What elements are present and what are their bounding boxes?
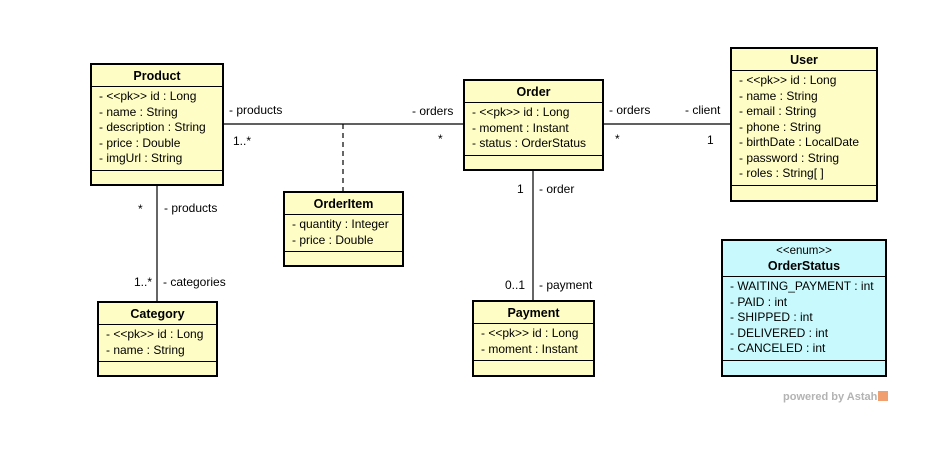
attribute: - status : OrderStatus <box>472 136 587 150</box>
multiplicity-label: * <box>138 202 143 216</box>
operations-compartment <box>474 361 593 370</box>
attribute: - <<pk>> id : Long <box>99 89 197 103</box>
watermark-text: powered by Astah <box>783 391 878 403</box>
role-label: - products <box>229 103 283 117</box>
attribute: - imgUrl : String <box>99 151 183 165</box>
attribute: - email : String <box>739 104 817 118</box>
attribute: - <<pk>> id : Long <box>481 326 579 340</box>
class-user[interactable]: User - <<pk>> id : Long - name : String … <box>730 47 878 202</box>
class-payment[interactable]: Payment - <<pk>> id : Long - moment : In… <box>472 300 595 377</box>
multiplicity-label: 1 <box>707 133 714 147</box>
operations-compartment <box>99 362 216 371</box>
attribute: - name : String <box>99 104 178 119</box>
attribute: - birthDate : LocalDate <box>739 135 860 149</box>
class-name: Order <box>516 85 551 99</box>
attribute: - name : String <box>739 88 818 103</box>
astah-logo-icon <box>878 391 889 401</box>
role-label: - categories <box>163 275 226 289</box>
role-label: - order <box>539 182 575 196</box>
multiplicity-label: * <box>615 132 620 146</box>
attribute: - description : String <box>99 120 206 134</box>
multiplicity-label: 1 <box>517 182 524 196</box>
attribute: - password : String <box>739 150 840 165</box>
enum-literal: - WAITING_PAYMENT : int <box>730 279 874 293</box>
stereotype-label: <<enum>> <box>776 245 832 257</box>
operations-compartment <box>285 252 402 261</box>
class-name: User <box>790 53 818 67</box>
class-name: Category <box>130 307 185 321</box>
role-label: - orders <box>412 104 454 118</box>
operations-compartment <box>732 186 876 195</box>
enum-orderstatus[interactable]: <<enum>> OrderStatus - WAITING_PAYMENT :… <box>721 239 887 377</box>
attribute: - roles : String[ ] <box>739 166 824 180</box>
role-label: - payment <box>539 278 593 292</box>
class-name: OrderStatus <box>767 259 841 273</box>
watermark: powered by Astah <box>783 391 889 403</box>
class-order[interactable]: Order - <<pk>> id : Long - moment : Inst… <box>463 79 604 171</box>
class-category[interactable]: Category - <<pk>> id : Long - name : Str… <box>97 301 218 377</box>
attribute: - moment : Instant <box>472 120 569 135</box>
multiplicity-label: * <box>438 132 443 146</box>
multiplicity-label: 0..1 <box>505 278 526 292</box>
class-name: OrderItem <box>313 197 374 211</box>
attribute: - <<pk>> id : Long <box>472 105 570 119</box>
enum-literal: - PAID : int <box>730 294 788 309</box>
enum-literal: - DELIVERED : int <box>730 325 829 340</box>
multiplicity-label: 1..* <box>233 134 252 148</box>
role-label: - orders <box>609 103 651 117</box>
class-product[interactable]: Product - <<pk>> id : Long - name : Stri… <box>90 63 224 186</box>
attribute: - <<pk>> id : Long <box>106 327 204 341</box>
operations-compartment <box>723 361 885 370</box>
class-orderitem[interactable]: OrderItem - quantity : Integer - price :… <box>283 191 404 267</box>
role-label: - client <box>685 103 721 117</box>
attribute: - name : String <box>106 342 185 357</box>
class-name: Product <box>133 69 181 83</box>
attribute: - price : Double <box>99 135 181 150</box>
multiplicity-label: 1..* <box>134 275 153 289</box>
attribute: - <<pk>> id : Long <box>739 73 837 87</box>
attribute: - moment : Instant <box>481 341 578 356</box>
attribute: - quantity : Integer <box>292 217 389 231</box>
class-name: Payment <box>507 306 560 320</box>
attribute: - price : Double <box>292 232 374 247</box>
operations-compartment <box>92 171 222 180</box>
enum-literal: - CANCELED : int <box>730 341 826 355</box>
attribute: - phone : String <box>739 119 822 134</box>
role-label: - products <box>164 201 218 215</box>
enum-literal: - SHIPPED : int <box>730 310 813 324</box>
operations-compartment <box>465 156 602 165</box>
